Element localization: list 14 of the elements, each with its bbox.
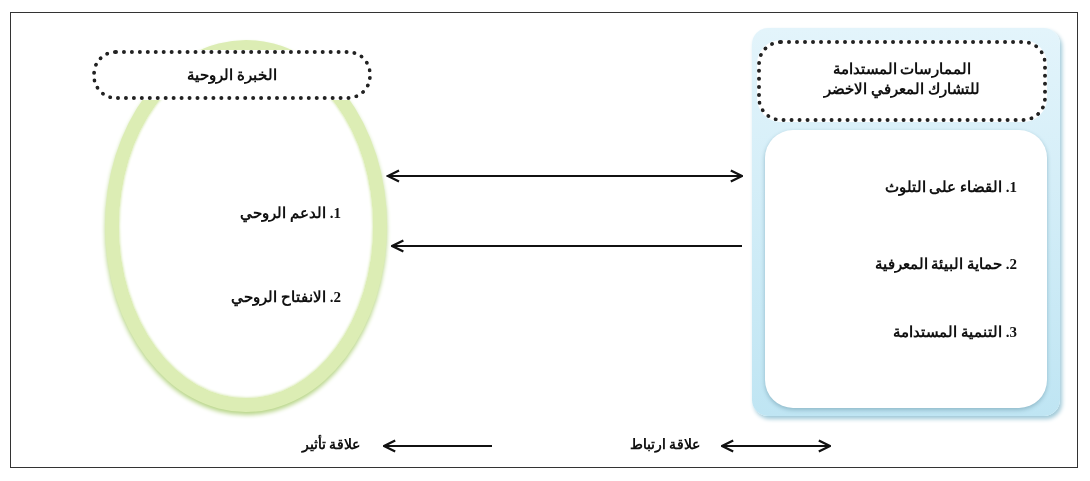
title-text: الممارسات المستدامة للتشارك المعرفي الاخضر: [822, 60, 981, 99]
list-item: 2. حماية البيئة المعرفية: [874, 255, 1017, 275]
title-box: [757, 40, 1047, 122]
arrow: [386, 169, 744, 183]
box-panel: [752, 28, 1060, 416]
list-item: 1. الدعم الروحي: [240, 204, 341, 224]
title-text: الخبرة الروحية: [187, 66, 277, 86]
legend-text: علاقة تأثير: [301, 436, 360, 453]
list-box: [765, 130, 1047, 408]
legend-text: علاقة ارتباط: [629, 436, 700, 453]
list-item: 1. القضاء على التلوث: [884, 178, 1017, 198]
list-item: 2. الانفتاح الروحي: [231, 288, 341, 308]
arrow: [391, 239, 743, 253]
list-item: 3. التنمية المستدامة: [893, 323, 1017, 342]
